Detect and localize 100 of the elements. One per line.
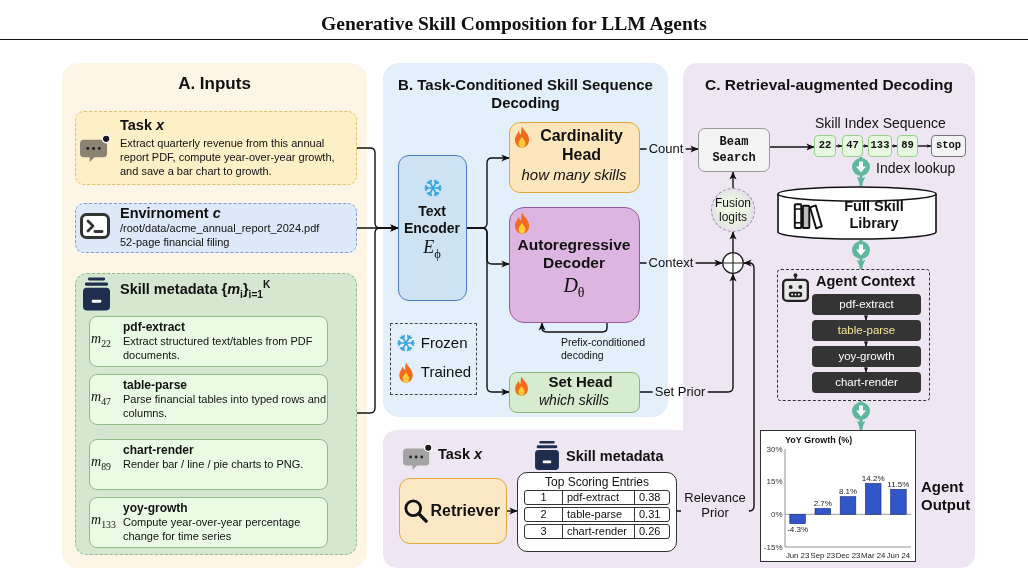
legend-label: Trained xyxy=(420,362,472,381)
table-panel xyxy=(517,472,677,552)
arrow xyxy=(356,224,399,414)
skill-name: table-parse xyxy=(123,378,188,393)
skill-index: m$_{133}$ xyxy=(91,512,116,529)
file-path: /root/data/acme_annual_report_2024.pdf xyxy=(120,222,320,236)
card-description: Extract quarterly revenue from this annual report PDF, compute year-over-year growth, and save a bar chart to growth. xyxy=(120,136,336,178)
step-label: yoy-growth xyxy=(838,349,895,364)
module-name: Text Encoder xyxy=(403,202,461,237)
input-card xyxy=(75,203,357,253)
axis-tick-label: 30% xyxy=(766,444,783,454)
value-label: 2.7% xyxy=(813,498,832,508)
card-description: 52-page financial filing xyxy=(120,236,230,250)
arrow xyxy=(863,314,869,321)
module-name: Set Head xyxy=(548,372,613,391)
value-label: 8.1% xyxy=(838,487,858,497)
panel xyxy=(383,63,975,568)
arrow xyxy=(856,157,866,187)
skill-description: Render bar / line / pie charts to PNG. xyxy=(123,458,304,472)
module-box xyxy=(509,122,640,193)
skill-index: m$_{89}$ xyxy=(91,454,111,471)
value-label: 14.2% xyxy=(861,473,885,483)
step-label: chart-render xyxy=(835,375,898,390)
edge-label: Relevance Prior xyxy=(681,490,749,520)
score-value: 0.26 xyxy=(634,525,669,538)
skill-index: m$_{47}$ xyxy=(91,389,111,406)
value-label: -4.3% xyxy=(787,525,809,535)
panel xyxy=(62,63,367,568)
box-label: Beam Search xyxy=(711,134,757,166)
rank-number: 2 xyxy=(539,508,548,521)
module-subtitle: which skills xyxy=(539,391,609,409)
panel-title: A. Inputs xyxy=(178,74,251,95)
axis-tick-label: -15% xyxy=(763,542,783,552)
token-label: 133 xyxy=(870,139,890,152)
arrow xyxy=(863,340,869,347)
edge-label: Index lookup xyxy=(876,160,956,177)
rank-number: 3 xyxy=(539,525,548,538)
diagram-title: Generative Skill Composition for LLM Agents xyxy=(321,12,707,36)
skill-card xyxy=(89,497,328,548)
circle-label: Fusion logits xyxy=(714,196,752,224)
skill-name: chart-render xyxy=(123,443,194,458)
arrow xyxy=(769,143,815,151)
arrow xyxy=(917,144,932,148)
module-name: Retriever xyxy=(430,500,500,520)
skill-index: m$_{22}$ xyxy=(91,331,111,348)
step-box xyxy=(812,372,921,393)
module-name: Autoregressive Decoder xyxy=(516,235,632,272)
score-value: 0.31 xyxy=(634,508,669,521)
card-heading: Envirnoment c xyxy=(120,205,221,223)
token-label: 89 xyxy=(901,139,914,152)
math-symbol: E$_{ϕ}$ xyxy=(423,236,441,259)
skill-name: table-parse xyxy=(562,508,634,521)
database-label: Full Skill Library xyxy=(843,198,905,232)
axis-tick-label: 0% xyxy=(770,510,783,520)
token-box xyxy=(868,135,892,157)
token-box xyxy=(897,135,918,157)
card-heading: Task x xyxy=(120,117,165,135)
chart-title: YoY Growth (%) xyxy=(785,435,853,445)
database-cylinder xyxy=(777,186,937,240)
arrow xyxy=(856,401,866,431)
module-name: Cardinality Head xyxy=(539,125,624,164)
panel-title: C. Retrieval-augmented Decoding xyxy=(705,76,953,95)
group-panel xyxy=(75,273,357,555)
skill-description: Compute year-over-year percentage change for time series xyxy=(123,516,302,543)
arrow xyxy=(891,144,898,148)
skill-card xyxy=(89,374,328,425)
legend-label: Frozen xyxy=(420,333,468,352)
bar-chart xyxy=(760,430,916,562)
skill-description: Extract structured text/tables from PDF documents. xyxy=(123,335,314,362)
arrow xyxy=(835,144,843,148)
arrow xyxy=(729,171,737,189)
skill-card xyxy=(89,439,328,490)
arrow xyxy=(729,231,737,253)
value-label: 11.5% xyxy=(887,479,910,489)
arrow xyxy=(466,227,510,396)
step-label: table-parse xyxy=(837,323,896,338)
arrow xyxy=(863,366,869,373)
skill-name: pdf-extract xyxy=(562,491,634,504)
arrow xyxy=(856,240,866,270)
math-symbol: D$_{θ}$ xyxy=(563,272,585,297)
group-heading: Agent Context xyxy=(816,273,916,291)
axis-tick-label: 15% xyxy=(766,477,783,487)
module-box xyxy=(509,372,640,413)
sequence-label: Skill Index Sequence xyxy=(815,115,946,132)
skill-name: chart-render xyxy=(562,525,634,538)
skill-name: pdf-extract xyxy=(123,320,185,335)
arrow xyxy=(506,507,518,515)
token-box xyxy=(931,135,966,157)
panel-title: B. Task-Conditioned Skill Sequence Decoding xyxy=(397,76,654,112)
step-box xyxy=(812,294,921,315)
sum-circle xyxy=(722,252,744,274)
step-label: pdf-extract xyxy=(839,297,894,312)
token-label: 22 xyxy=(818,139,832,152)
process-box xyxy=(698,128,770,172)
input-label: Skill metadata xyxy=(566,448,664,466)
module-box xyxy=(509,207,640,323)
output-label: Agent Output xyxy=(921,478,972,514)
module-box xyxy=(399,478,507,544)
skill-name: yoy-growth xyxy=(123,501,188,516)
score-value: 0.38 xyxy=(634,491,669,504)
